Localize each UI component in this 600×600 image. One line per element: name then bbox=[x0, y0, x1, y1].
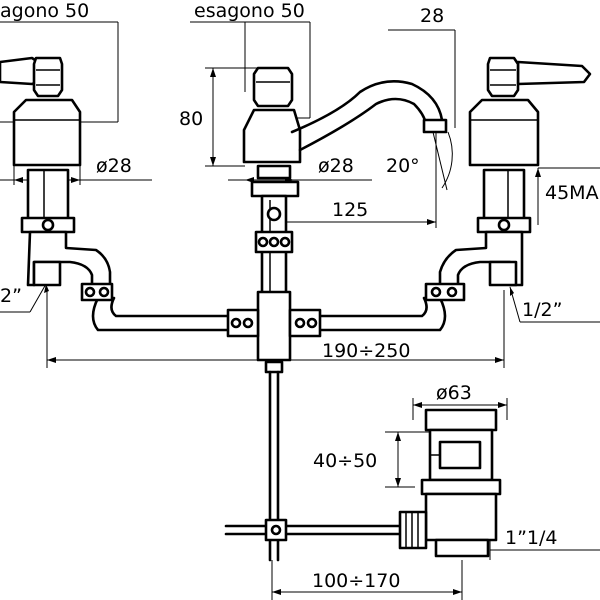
label-dia-28-center: ø28 bbox=[318, 155, 354, 177]
label-height-80: 80 bbox=[179, 108, 203, 130]
popup-rod bbox=[224, 360, 402, 562]
label-angle-20: 20° bbox=[386, 155, 420, 177]
label-45ma: 45MA bbox=[545, 182, 599, 204]
label-height-40-50: 40÷50 bbox=[313, 450, 377, 472]
label-reach-125: 125 bbox=[332, 199, 368, 221]
label-28-top: 28 bbox=[420, 5, 444, 27]
waste-fitting bbox=[398, 408, 502, 558]
label-hex-left: agono 50 bbox=[0, 0, 89, 22]
label-dia-28-left: ø28 bbox=[96, 155, 132, 177]
label-spacing: 190÷250 bbox=[322, 340, 410, 362]
label-thread-waste: 1”1/4 bbox=[505, 527, 558, 549]
label-thread-left: 2” bbox=[0, 285, 22, 307]
right-tap bbox=[438, 56, 592, 292]
label-dia-63: ø63 bbox=[436, 382, 472, 404]
label-thread-right: 1/2” bbox=[522, 299, 562, 321]
left-tap bbox=[0, 56, 112, 292]
label-hex-center: esagono 50 bbox=[194, 0, 305, 22]
label-distance: 100÷170 bbox=[312, 570, 400, 592]
connection-pipes bbox=[80, 282, 466, 362]
central-spout bbox=[242, 66, 448, 302]
